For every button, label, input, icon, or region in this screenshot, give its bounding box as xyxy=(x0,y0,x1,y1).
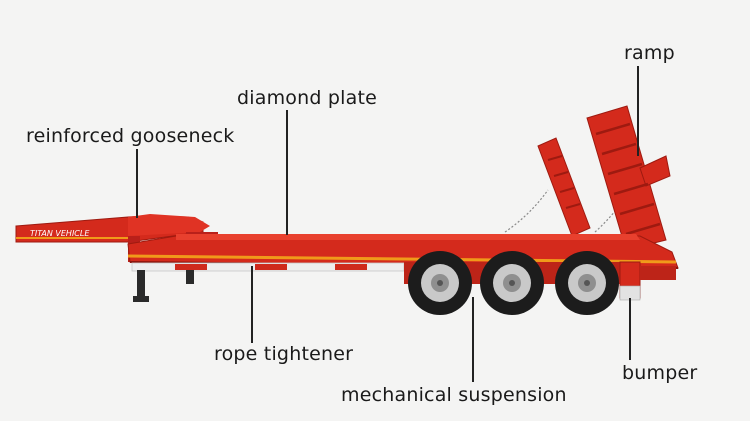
ramp-left xyxy=(538,138,590,236)
brand-text: TITAN VEHICLE xyxy=(30,229,90,238)
label-ramp: ramp xyxy=(624,42,675,64)
label-mechanical-suspension: mechanical suspension xyxy=(341,384,567,406)
label-bumper: bumper xyxy=(622,362,697,384)
rear-bumper xyxy=(620,262,676,300)
wheel xyxy=(555,251,619,315)
wheel xyxy=(408,251,472,315)
label-reinforced-gooseneck: reinforced gooseneck xyxy=(26,125,234,147)
wheel xyxy=(480,251,544,315)
label-diamond-plate: diamond plate xyxy=(237,87,377,109)
landing-legs xyxy=(133,270,194,302)
label-rope-tightener: rope tightener xyxy=(214,343,353,365)
ramp-chain xyxy=(505,190,548,232)
